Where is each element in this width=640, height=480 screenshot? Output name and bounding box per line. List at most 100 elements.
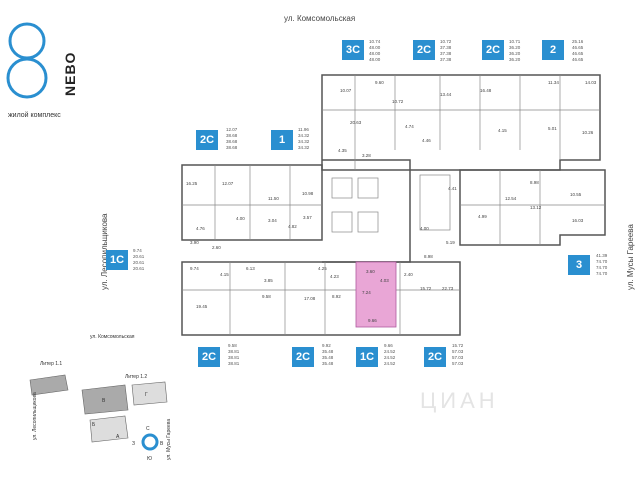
compass-icon: С В Ю З bbox=[132, 426, 164, 462]
room-area: 10.26 bbox=[582, 130, 594, 135]
room-area: 4.25 bbox=[318, 266, 327, 271]
room-area: 2.60 bbox=[212, 245, 221, 250]
apartment-type-badge: 2С bbox=[196, 130, 218, 150]
site-building-1-2 bbox=[131, 381, 168, 406]
room-area: 4.76 bbox=[196, 226, 205, 231]
room-area: 10.98 bbox=[302, 191, 314, 196]
room-area: 3.85 bbox=[264, 278, 273, 283]
site-plan: ул. Комсомольская Литер 1.1 Литер 1.2 В … bbox=[29, 334, 172, 460]
room-area: 11.50 bbox=[268, 196, 279, 201]
apartment-type-badge: 2С bbox=[482, 40, 504, 60]
highlighted-apartment[interactable] bbox=[355, 261, 397, 328]
room-area: 20.63 bbox=[350, 120, 362, 125]
room-area: 7.24 bbox=[362, 290, 371, 295]
apartment-type-badge: 2С bbox=[413, 40, 435, 60]
room-area: 19.45 bbox=[196, 304, 208, 309]
room-area: 10.55 bbox=[570, 192, 582, 197]
room-area: 13.44 bbox=[440, 92, 452, 97]
site-block-g: Г bbox=[145, 392, 148, 398]
room-area: 4.00 bbox=[420, 226, 429, 231]
site-block-b: Б bbox=[92, 422, 96, 428]
street-top: ул. Комсомольская bbox=[284, 14, 356, 23]
apartment-type-badge: 1 bbox=[271, 130, 293, 150]
apartment-type-badge: 3С bbox=[342, 40, 364, 60]
svg-text:Ю: Ю bbox=[147, 456, 152, 462]
apartment-type-badge: 1С bbox=[106, 250, 128, 270]
room-area: 4.35 bbox=[338, 148, 347, 153]
logo-eight-icon bbox=[6, 22, 48, 99]
room-area: 8.98 bbox=[530, 180, 539, 185]
apartment-type-badge: 2 bbox=[542, 40, 564, 60]
room-area: 4.15 bbox=[498, 128, 507, 133]
room-area: 6.13 bbox=[246, 266, 255, 271]
room-area: 4.23 bbox=[330, 274, 339, 279]
apartment-type-badge: 2С bbox=[424, 347, 446, 367]
room-area: 4.41 bbox=[448, 186, 457, 191]
site-street-right: ул. Мусы Гареева bbox=[166, 419, 172, 460]
room-area: 8.92 bbox=[332, 294, 341, 299]
room-area: 10.07 bbox=[340, 88, 352, 93]
room-area: 16.48 bbox=[480, 88, 492, 93]
room-area: 13.12 bbox=[530, 205, 542, 210]
svg-text:С: С bbox=[146, 426, 150, 432]
room-area: 3.90 bbox=[190, 240, 199, 245]
room-area: 4.74 bbox=[405, 124, 414, 129]
room-area: 12.54 bbox=[505, 196, 517, 201]
room-area: 3.60 bbox=[366, 269, 375, 274]
room-area: 17.08 bbox=[304, 296, 316, 301]
room-area: 9.60 bbox=[375, 80, 384, 85]
room-area: 11.34 bbox=[548, 80, 559, 85]
room-area: 5.19 bbox=[446, 240, 455, 245]
room-area: 4.15 bbox=[220, 272, 229, 277]
site-building-1-1 bbox=[29, 374, 69, 396]
room-area: 15.72 bbox=[420, 286, 432, 291]
room-area: 4.82 bbox=[288, 224, 297, 229]
room-area: 16.25 bbox=[186, 181, 198, 186]
site-liter-1-1: Литер 1.1 bbox=[40, 361, 62, 367]
room-area: 2.40 bbox=[404, 272, 413, 277]
room-area: 9.74 bbox=[190, 266, 199, 271]
apartment-type-badge: 2С bbox=[198, 347, 220, 367]
apartment-type-badge: 2С bbox=[292, 347, 314, 367]
room-area: 14.03 bbox=[585, 80, 597, 85]
apartment-type-badge: 3 bbox=[568, 255, 590, 275]
room-area: 4.99 bbox=[478, 214, 487, 219]
logo-tagline: жилой комплекс bbox=[8, 112, 61, 119]
room-area: 4.46 bbox=[422, 138, 431, 143]
svg-text:З: З bbox=[132, 441, 135, 447]
site-liter-1-2: Литер 1.2 bbox=[125, 374, 147, 380]
room-area: 5.01 bbox=[548, 126, 557, 131]
room-area: 8.98 bbox=[424, 254, 433, 259]
site-block-v: В bbox=[102, 398, 106, 404]
site-street-left: ул. Лесопильщикова bbox=[32, 392, 38, 440]
room-area: 4.03 bbox=[380, 278, 389, 283]
room-area: 9.58 bbox=[262, 294, 271, 299]
site-building-block bbox=[89, 415, 129, 443]
watermark: ЦИАН bbox=[420, 388, 499, 413]
room-area: 3.57 bbox=[303, 215, 312, 220]
site-block-a: А bbox=[116, 434, 120, 440]
room-area: 3.28 bbox=[362, 153, 371, 158]
room-area: 12.07 bbox=[222, 181, 234, 186]
room-area: 22.73 bbox=[442, 286, 454, 291]
site-street-top: ул. Комсомольская bbox=[90, 334, 135, 340]
room-area: 9.66 bbox=[368, 318, 377, 323]
site-building-block bbox=[81, 384, 129, 415]
apartment-type-badge: 1С bbox=[356, 347, 378, 367]
room-area: 10.72 bbox=[392, 99, 404, 104]
room-area: 4.00 bbox=[236, 216, 245, 221]
